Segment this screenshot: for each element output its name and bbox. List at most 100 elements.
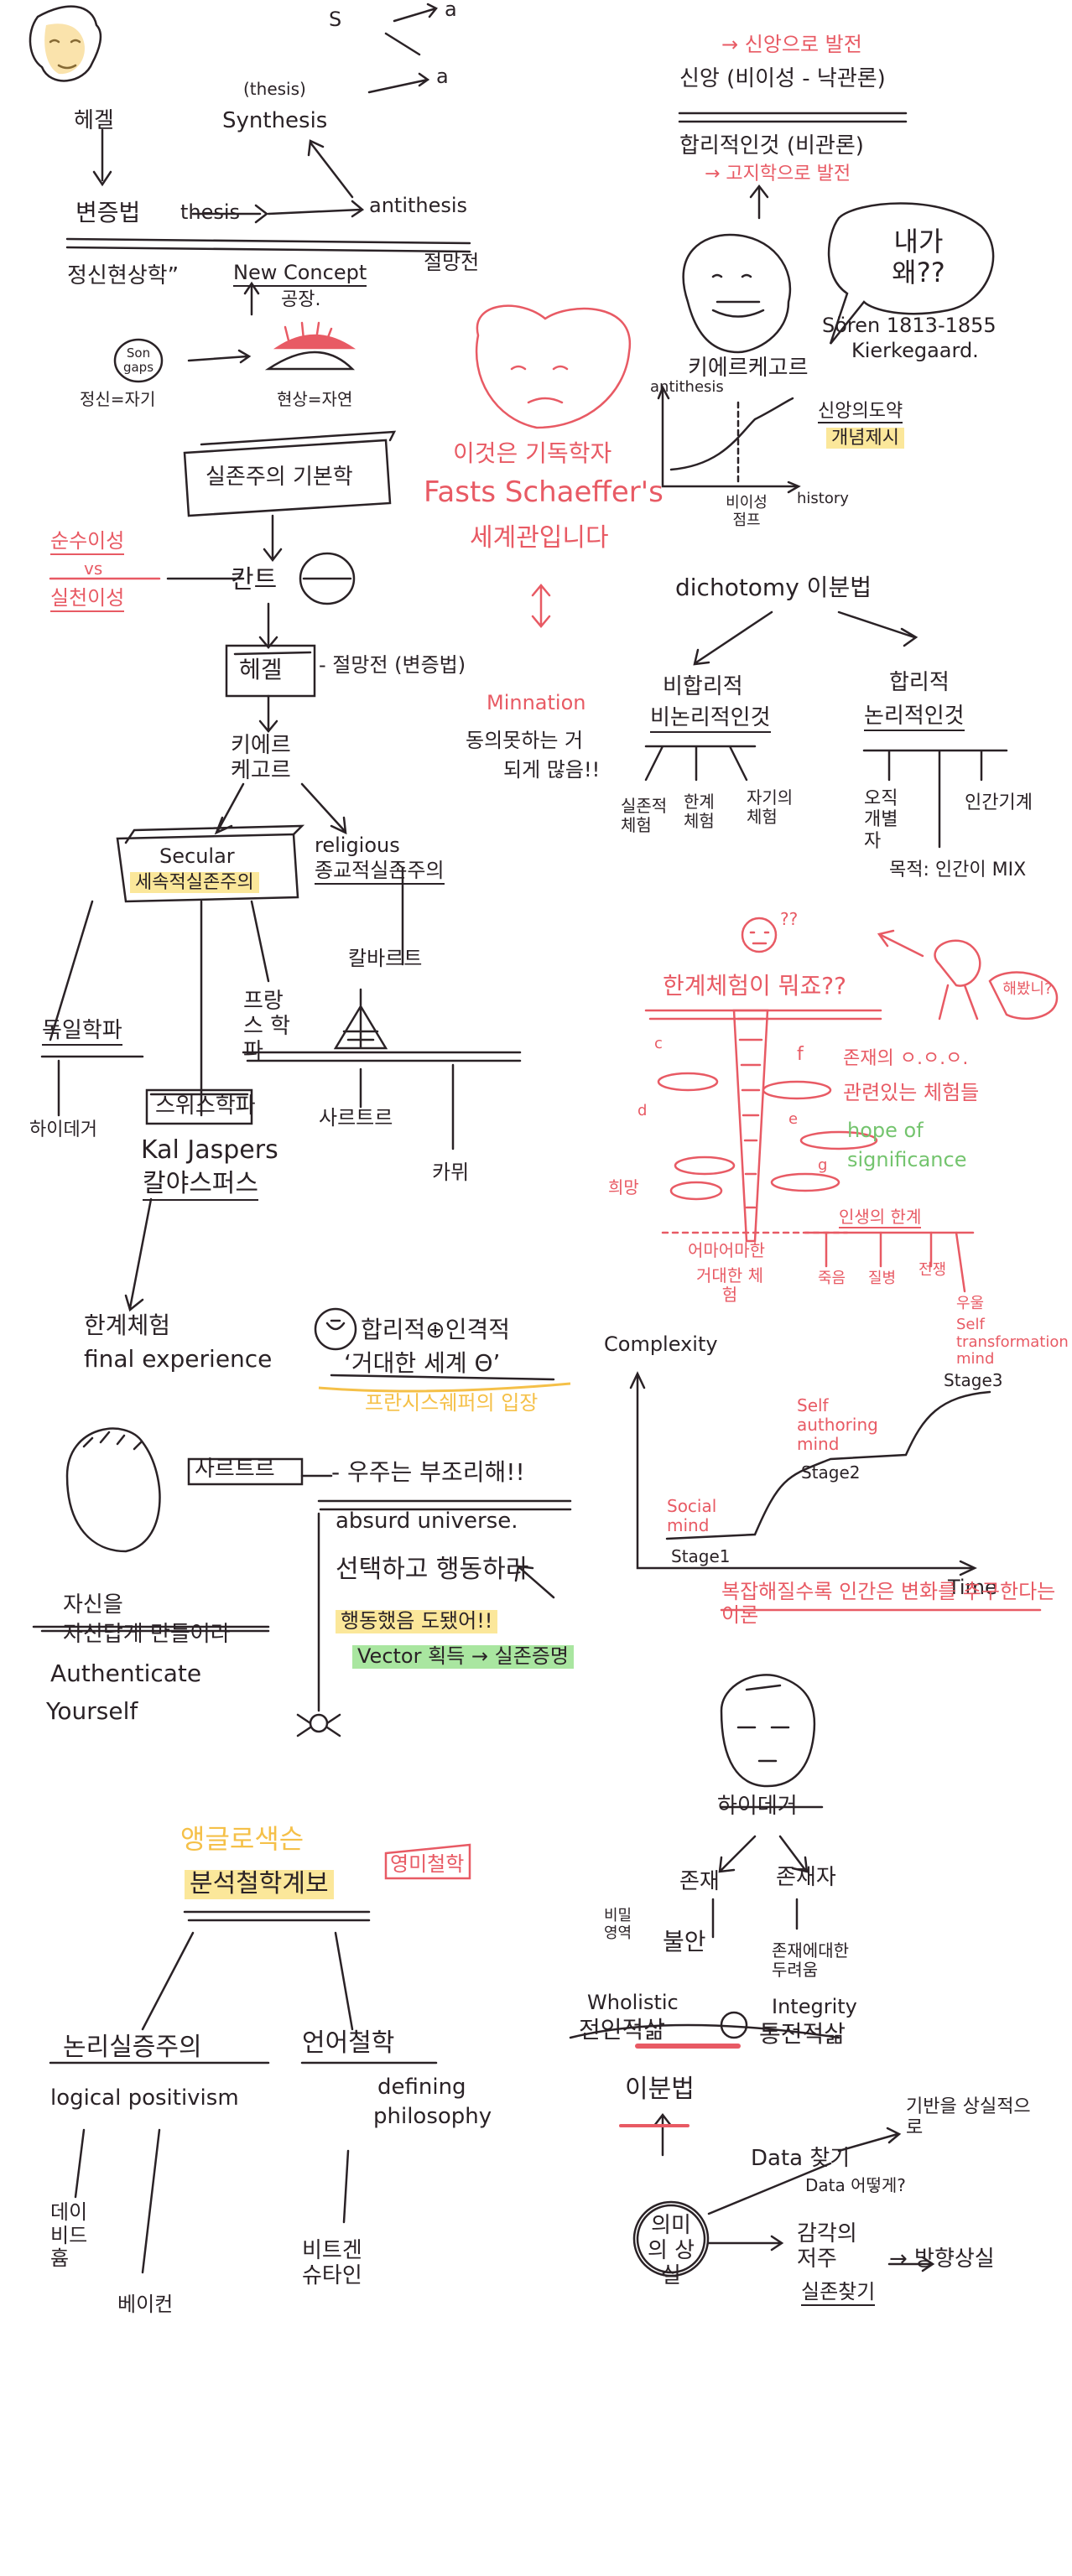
- german-school: 독일학파: [42, 1018, 122, 1046]
- limit-left-label: 희망: [608, 1177, 639, 1197]
- schaeffer-line-2: Fasts Schaeffer's: [424, 475, 663, 509]
- kierkegaard-head-icon: [682, 233, 792, 354]
- integrity-kr: 통전적삶: [759, 2020, 846, 2048]
- despair-dialectic-label: - 절망전 (변증법): [319, 653, 466, 677]
- bacon-label: 베이컨: [117, 2293, 174, 2316]
- result-label: → 방향상실: [889, 2246, 995, 2272]
- sensation-label: 감각의 저주: [797, 2221, 857, 2272]
- significance-label: significance: [847, 1148, 967, 1171]
- logical-positivism-kr: 논리실증주의: [63, 2033, 202, 2062]
- hegel-box-label: 헤겔: [239, 656, 283, 683]
- sartre-name: 사르트르: [195, 1457, 275, 1482]
- irrational-leap: 비이성 점프: [726, 494, 768, 529]
- kierkegaard-name-en2: Kierkegaard.: [851, 339, 979, 362]
- oxford-badge: 영미철학: [390, 1852, 465, 1876]
- being-label: 존재: [679, 1869, 720, 1894]
- basis-label: 기반을 상실적으로: [906, 2096, 1031, 2139]
- mind-label: 인생의 한계: [839, 1207, 922, 1228]
- limit-c: c: [654, 1035, 663, 1052]
- irrational-top: 비합리적: [663, 674, 743, 699]
- rational-sub: 논리적인것: [864, 704, 965, 731]
- limit-e: e: [788, 1110, 799, 1128]
- practice-label: 행동했음 도됐어!!: [336, 1609, 498, 1633]
- antithesis-label: antithesis: [369, 194, 468, 217]
- faith-leap-label: 신앙의도약: [818, 401, 903, 424]
- dichotomy-leaf-4: 오직 개별자: [864, 788, 898, 852]
- faith-label: 신앙 (비이성 - 낙관론): [679, 66, 886, 91]
- stage-1: Stage1: [671, 1546, 731, 1566]
- irrational-label: 합리적⊕인격적: [361, 1316, 511, 1343]
- practical-label: 실천이성: [50, 586, 125, 612]
- jaspers-label: Kal Jaspers: [141, 1135, 278, 1165]
- stage-3: Stage3: [944, 1370, 1003, 1390]
- self-line-2: 자신답게 만들어라: [63, 1622, 231, 1647]
- complexity-caption: 복잡해질수록 인간은 변화를 추구한다는 이론: [721, 1580, 1056, 1627]
- dark-sub: 비밀 영역: [604, 1907, 632, 1942]
- limit-d: d: [637, 1102, 648, 1119]
- new-concept-label: New Concept: [233, 261, 367, 287]
- camus-tree: 카뮈: [432, 1161, 470, 1184]
- hume-label: 데이비드 흄: [50, 2200, 88, 2271]
- vector-label: Vector 획득 → 실존증명: [352, 1644, 574, 1669]
- sensation-sub: 실존찾기: [801, 2280, 876, 2306]
- fear-label: 존재에대한 두려움: [772, 1940, 849, 1980]
- agree-line-2: 되게 많음!!: [503, 758, 601, 782]
- dichotomy-leaf-1: 실존적 체험: [621, 796, 668, 835]
- purity-label: 순수이성: [50, 529, 125, 555]
- heidegger-name: 하이데거: [717, 1794, 798, 1819]
- limit-bottom-2: 거대한 체험: [696, 1265, 763, 1305]
- schaeffer-theta-label: 프란시스쉐퍼의 입장: [365, 1391, 539, 1415]
- philosophy-label: philosophy: [373, 2104, 492, 2129]
- existent-label: 존재자: [776, 1865, 836, 1890]
- absurd-label: absurd universe.: [336, 1509, 518, 1534]
- mind-4: 우울: [956, 1295, 985, 1312]
- new-concept-sub: 공장.: [281, 289, 321, 310]
- data-find: Data 찾기: [751, 2146, 851, 2171]
- wholistic-label: Wholistic: [587, 1991, 679, 2014]
- dark-label: 불안: [663, 1928, 706, 1955]
- sartre-tree: 사르트르: [319, 1106, 393, 1130]
- irrational-sub: 비논리적인것: [650, 705, 771, 733]
- universe-label: - 우주는 부조리해!!: [331, 1458, 525, 1486]
- dichotomy-heidegger: 이분법: [625, 2075, 695, 2104]
- bubble-text: 내가 왜??: [892, 226, 945, 288]
- rational-arrow: → 고지학으로 발전: [705, 164, 851, 184]
- kant-label: 칸트: [231, 565, 278, 595]
- limit-bottom-1: 어마어마한: [688, 1240, 765, 1260]
- dialectic-label: 변증법: [75, 199, 141, 226]
- faith-arrow: → 신앙으로 발전: [721, 33, 862, 56]
- secular-label: Secular: [159, 844, 235, 868]
- limit-title: 한계체험이 뭐죠??: [663, 972, 846, 1000]
- limit-right-1: 존재의 ㅇ.ㅇ.ㅇ.: [843, 1048, 969, 1069]
- chart-axis-y-label: antithesis: [650, 378, 724, 396]
- final-kr-label: 한계체험: [84, 1311, 171, 1339]
- secular-kr-label: 세속적실존주의: [130, 872, 259, 894]
- kierkegaard-tree-label: 키에르 케고르: [231, 733, 291, 783]
- theta-label: ‘거대한 세계 Θ’: [344, 1349, 501, 1377]
- kierkegaard-name-kr: 키에르케고르: [688, 356, 809, 381]
- oxford-title-2: 분석철학계보: [185, 1869, 334, 1899]
- data-how: Data 어떻게?: [805, 2175, 906, 2195]
- choose-label: 선택하고 행동하라: [336, 1555, 529, 1584]
- french-school: 프랑스 학파: [243, 989, 291, 1064]
- mind-3: 전쟁: [918, 1261, 947, 1279]
- synthesis-a-letter: a: [445, 0, 457, 21]
- son-gaps-label: Son gaps: [122, 345, 154, 376]
- schaeffer-line-3: 세계관입니다: [470, 523, 609, 553]
- religious-label: religious: [315, 834, 400, 857]
- dichotomy-leaf-5: 인간기계: [965, 792, 1033, 813]
- meaning-loss: 의미의 상실: [647, 2213, 695, 2288]
- limit-say-bubble: 해봤니?: [1002, 980, 1053, 998]
- authenticate-label: Authenticate: [50, 1659, 202, 1687]
- synthesis-note: (thesis): [243, 79, 306, 99]
- limit-qq: ??: [780, 909, 799, 929]
- self-transformation-mind: Self transformation mind: [956, 1316, 1069, 1368]
- self-line-1: 자신을: [63, 1592, 123, 1618]
- religious-kr-label: 종교적실존주의: [315, 859, 445, 885]
- oxford-title-1: 앵글로색슨: [180, 1823, 304, 1855]
- karl-barth-label: 칼바르트: [348, 947, 423, 970]
- chart-axis-x-label: history: [797, 490, 849, 507]
- limit-g: g: [818, 1156, 828, 1174]
- schaeffer-line-1: 이것은 기독학자: [453, 439, 612, 467]
